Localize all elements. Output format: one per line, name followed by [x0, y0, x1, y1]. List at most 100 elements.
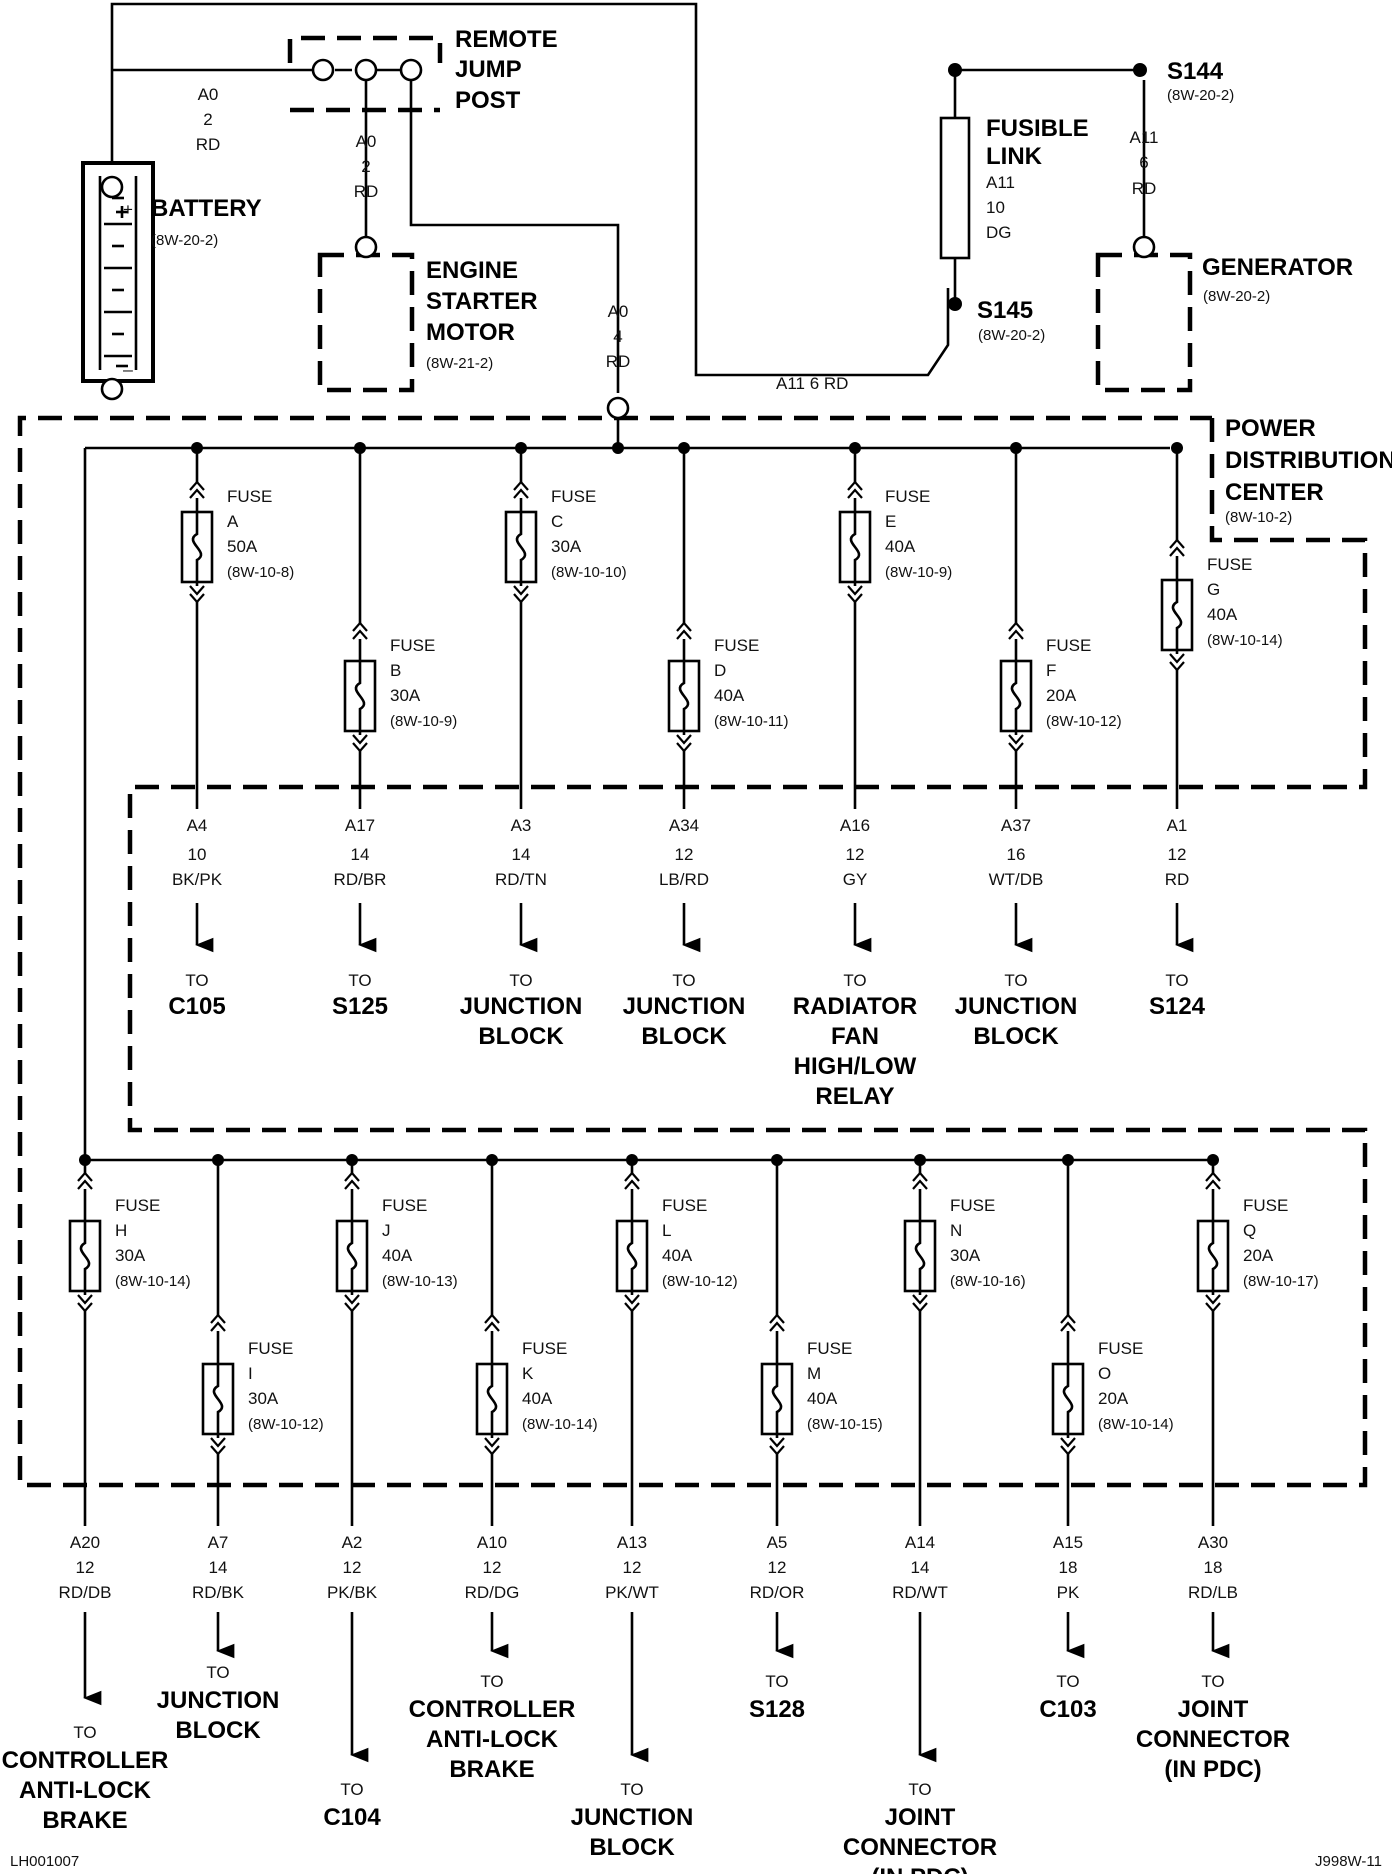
footer-right: J998W-11 [1315, 1853, 1382, 1870]
splice-dot [1133, 63, 1147, 77]
pdc-label: DISTRIBUTION [1225, 447, 1392, 474]
wire-gauge: 12 [846, 845, 865, 864]
wire-color: RD/DG [465, 1583, 520, 1602]
remote-jump-post-label: REMOTE [455, 26, 558, 53]
fuse-amperage: 20A [1243, 1246, 1274, 1265]
wire-label: A0 [198, 85, 219, 104]
battery-ref: (8W-20-2) [151, 232, 218, 249]
pdc-input-terminal [606, 396, 630, 420]
fuse-letter: C [551, 512, 563, 531]
wire-label: A0 [608, 302, 629, 321]
fuse-letter: M [807, 1364, 821, 1383]
wire-color: PK [1057, 1583, 1080, 1602]
destination-label: C104 [323, 1804, 381, 1831]
wire-color: RD/BK [192, 1583, 245, 1602]
wire-color: PK/WT [605, 1583, 659, 1602]
fuse-ref: (8W-10-10) [551, 564, 627, 581]
battery-minus: _ [122, 353, 133, 372]
destination-label: (IN PDC) [1164, 1756, 1261, 1783]
destination-label: CONTROLLER [2, 1747, 169, 1774]
fuse-amperage: 30A [115, 1246, 146, 1265]
pdc-outline [17, 415, 1368, 1488]
fusible-link-wire: A11 [986, 173, 1015, 192]
wire-label: A0 [356, 132, 377, 151]
to-label: TO [672, 971, 695, 990]
destination-label: HIGH/LOW [794, 1053, 917, 1080]
destination-label: (IN PDC) [871, 1864, 968, 1874]
wire-color: RD/OR [750, 1583, 805, 1602]
circuit-id: A30 [1198, 1533, 1228, 1552]
fuse-label: FUSE [522, 1339, 567, 1358]
fuse-letter: Q [1243, 1221, 1256, 1240]
fusible-link [939, 116, 971, 260]
destination-label: JUNCTION [571, 1804, 694, 1831]
fusible-link-wire: DG [986, 223, 1012, 242]
wire-color: RD [1165, 870, 1190, 889]
generator-symbol [1095, 235, 1193, 393]
wire-gauge: 12 [623, 1558, 642, 1577]
fuse-letter: G [1207, 580, 1220, 599]
splice-dot [948, 63, 962, 77]
wire-gauge: 18 [1059, 1558, 1078, 1577]
fusible-link-wire: 10 [986, 198, 1005, 217]
fuse-label: FUSE [248, 1339, 293, 1358]
fuse-amperage: 50A [227, 537, 258, 556]
generator-ref: (8W-20-2) [1203, 288, 1270, 305]
destination-label: S125 [332, 993, 388, 1020]
wire-gauge: 14 [209, 1558, 228, 1577]
wire-gauge: 14 [911, 1558, 930, 1577]
wire-color: BK/PK [172, 870, 223, 889]
wire-label: 2 [361, 157, 370, 176]
wire-label: RD [354, 182, 379, 201]
fuse-letter: L [662, 1221, 671, 1240]
fuse-label: FUSE [662, 1196, 707, 1215]
circuit-id: A20 [70, 1533, 100, 1552]
starter-motor-symbol [317, 235, 415, 393]
fuse-letter: O [1098, 1364, 1111, 1383]
destination-label: JOINT [885, 1804, 956, 1831]
fuse-ref: (8W-10-11) [714, 713, 788, 730]
fuse-amperage: 40A [662, 1246, 693, 1265]
fuse-amperage: 40A [1207, 605, 1238, 624]
wire-gauge: 14 [351, 845, 370, 864]
wire-color: LB/RD [659, 870, 709, 889]
fuse-label: FUSE [1046, 636, 1091, 655]
destination-label: CONNECTOR [843, 1834, 997, 1861]
fuse-ref: (8W-10-15) [807, 1416, 883, 1433]
wire-label: 2 [203, 110, 212, 129]
battery-plus: + [123, 200, 133, 219]
fuse-ref: (8W-10-12) [662, 1273, 738, 1290]
wire-gauge: 12 [483, 1558, 502, 1577]
destination-label: BLOCK [973, 1023, 1059, 1050]
circuit-id: A2 [342, 1533, 363, 1552]
wire-gauge: 12 [76, 1558, 95, 1577]
fuse-label: FUSE [115, 1196, 160, 1215]
destination-label: JUNCTION [955, 993, 1078, 1020]
destination-label: JUNCTION [157, 1687, 280, 1714]
destination-label: FAN [831, 1023, 879, 1050]
s144-ref: (8W-20-2) [1167, 87, 1234, 104]
to-label: TO [73, 1723, 96, 1742]
fuse-ref: (8W-10-16) [950, 1273, 1026, 1290]
circuit-id: A14 [905, 1533, 935, 1552]
to-label: TO [480, 1672, 503, 1691]
fuse-amperage: 20A [1098, 1389, 1129, 1408]
footer-left: LH001007 [10, 1853, 79, 1870]
wire-gauge: 12 [675, 845, 694, 864]
fuse-label: FUSE [1243, 1196, 1288, 1215]
wire-label: A11 [1130, 128, 1159, 147]
circuit-id: A4 [187, 816, 208, 835]
circuit-id: A17 [345, 816, 375, 835]
wire-gauge: 10 [188, 845, 207, 864]
s145-ref: (8W-20-2) [978, 327, 1045, 344]
destination-label: RADIATOR [793, 993, 917, 1020]
fuse-ref: (8W-10-14) [522, 1416, 598, 1433]
destination-label: BRAKE [42, 1807, 127, 1834]
to-label: TO [620, 1780, 643, 1799]
starter-label: STARTER [426, 288, 538, 315]
fuse-amperage: 30A [950, 1246, 981, 1265]
circuit-id: A13 [617, 1533, 647, 1552]
fuse-amperage: 30A [551, 537, 582, 556]
fuse-label: FUSE [950, 1196, 995, 1215]
